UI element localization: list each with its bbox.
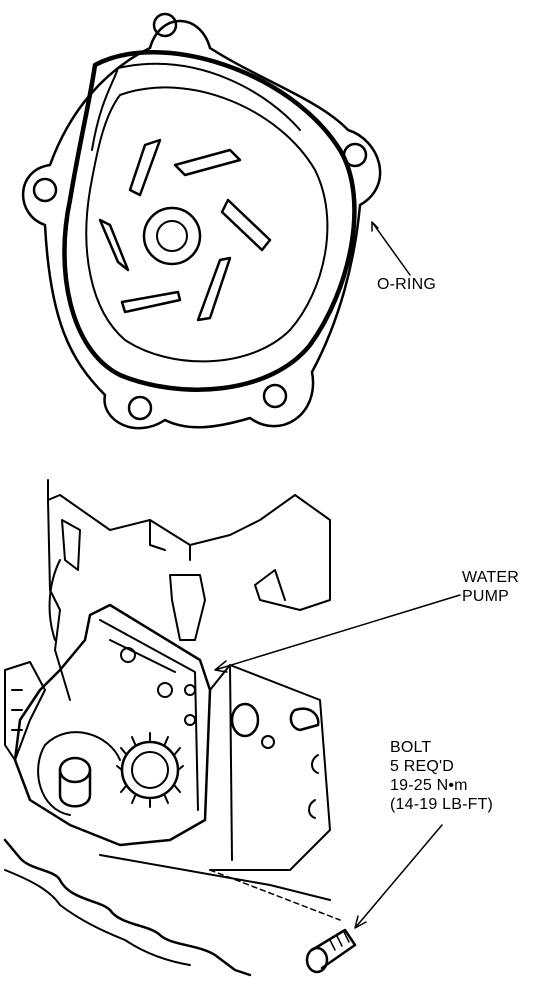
pump-sprocket (116, 732, 184, 808)
o-ring-label: O-RING (377, 276, 436, 293)
pump-boss-1 (120, 647, 136, 663)
engine-block-right-face (209, 664, 331, 871)
water-pump-leader-line (214, 594, 461, 673)
mounting-bolt (305, 928, 357, 974)
housing-inner-rim (91, 62, 301, 151)
o-ring-leader-line (371, 221, 411, 276)
water-pump-label-line-1: WATER (462, 569, 519, 586)
o-ring-callout: O-RING (377, 275, 436, 294)
pump-housing-top-view (21, 12, 411, 430)
impeller-hub (142, 206, 202, 266)
pump-boss-4 (184, 714, 196, 726)
engine-block-view (3, 479, 461, 977)
cylinder-head-side (47, 499, 81, 701)
water-pump-label-line-2: PUMP (462, 588, 510, 605)
impeller-vanes (98, 138, 272, 322)
accessory-bracket (4, 661, 46, 761)
water-pump-callout: WATER PUMP (462, 568, 519, 606)
pump-boss-2 (157, 682, 173, 698)
pump-boss-3 (184, 684, 196, 696)
housing-cavity (85, 86, 329, 363)
bolt-callout: BOLT 5 REQ'D 19-25 N•m (14-19 LB-FT) (390, 738, 493, 814)
bolt-label-line-2: 5 REQ'D (390, 758, 455, 775)
bolt-label-line-3: 19-25 N•m (390, 777, 468, 794)
bolt-hole-left (32, 177, 58, 203)
bolt-hole-bottom-right (262, 383, 288, 409)
engine-block-outline (47, 479, 331, 611)
bolt-label-line-1: BOLT (390, 739, 432, 756)
bolt-label-line-4: (14-19 LB-FT) (390, 796, 494, 813)
block-port (230, 702, 260, 738)
water-pump-body (13, 603, 212, 847)
pulley-shaft-end (58, 756, 92, 784)
bolt-leader-line (354, 824, 443, 929)
oil-pan-outline (3, 838, 252, 977)
bolt-hole-bottom-left (127, 395, 153, 421)
housing-flange-outline (21, 19, 382, 430)
impeller-shaft (156, 220, 188, 252)
bolt-hole-top (152, 12, 178, 38)
o-ring (62, 50, 357, 392)
